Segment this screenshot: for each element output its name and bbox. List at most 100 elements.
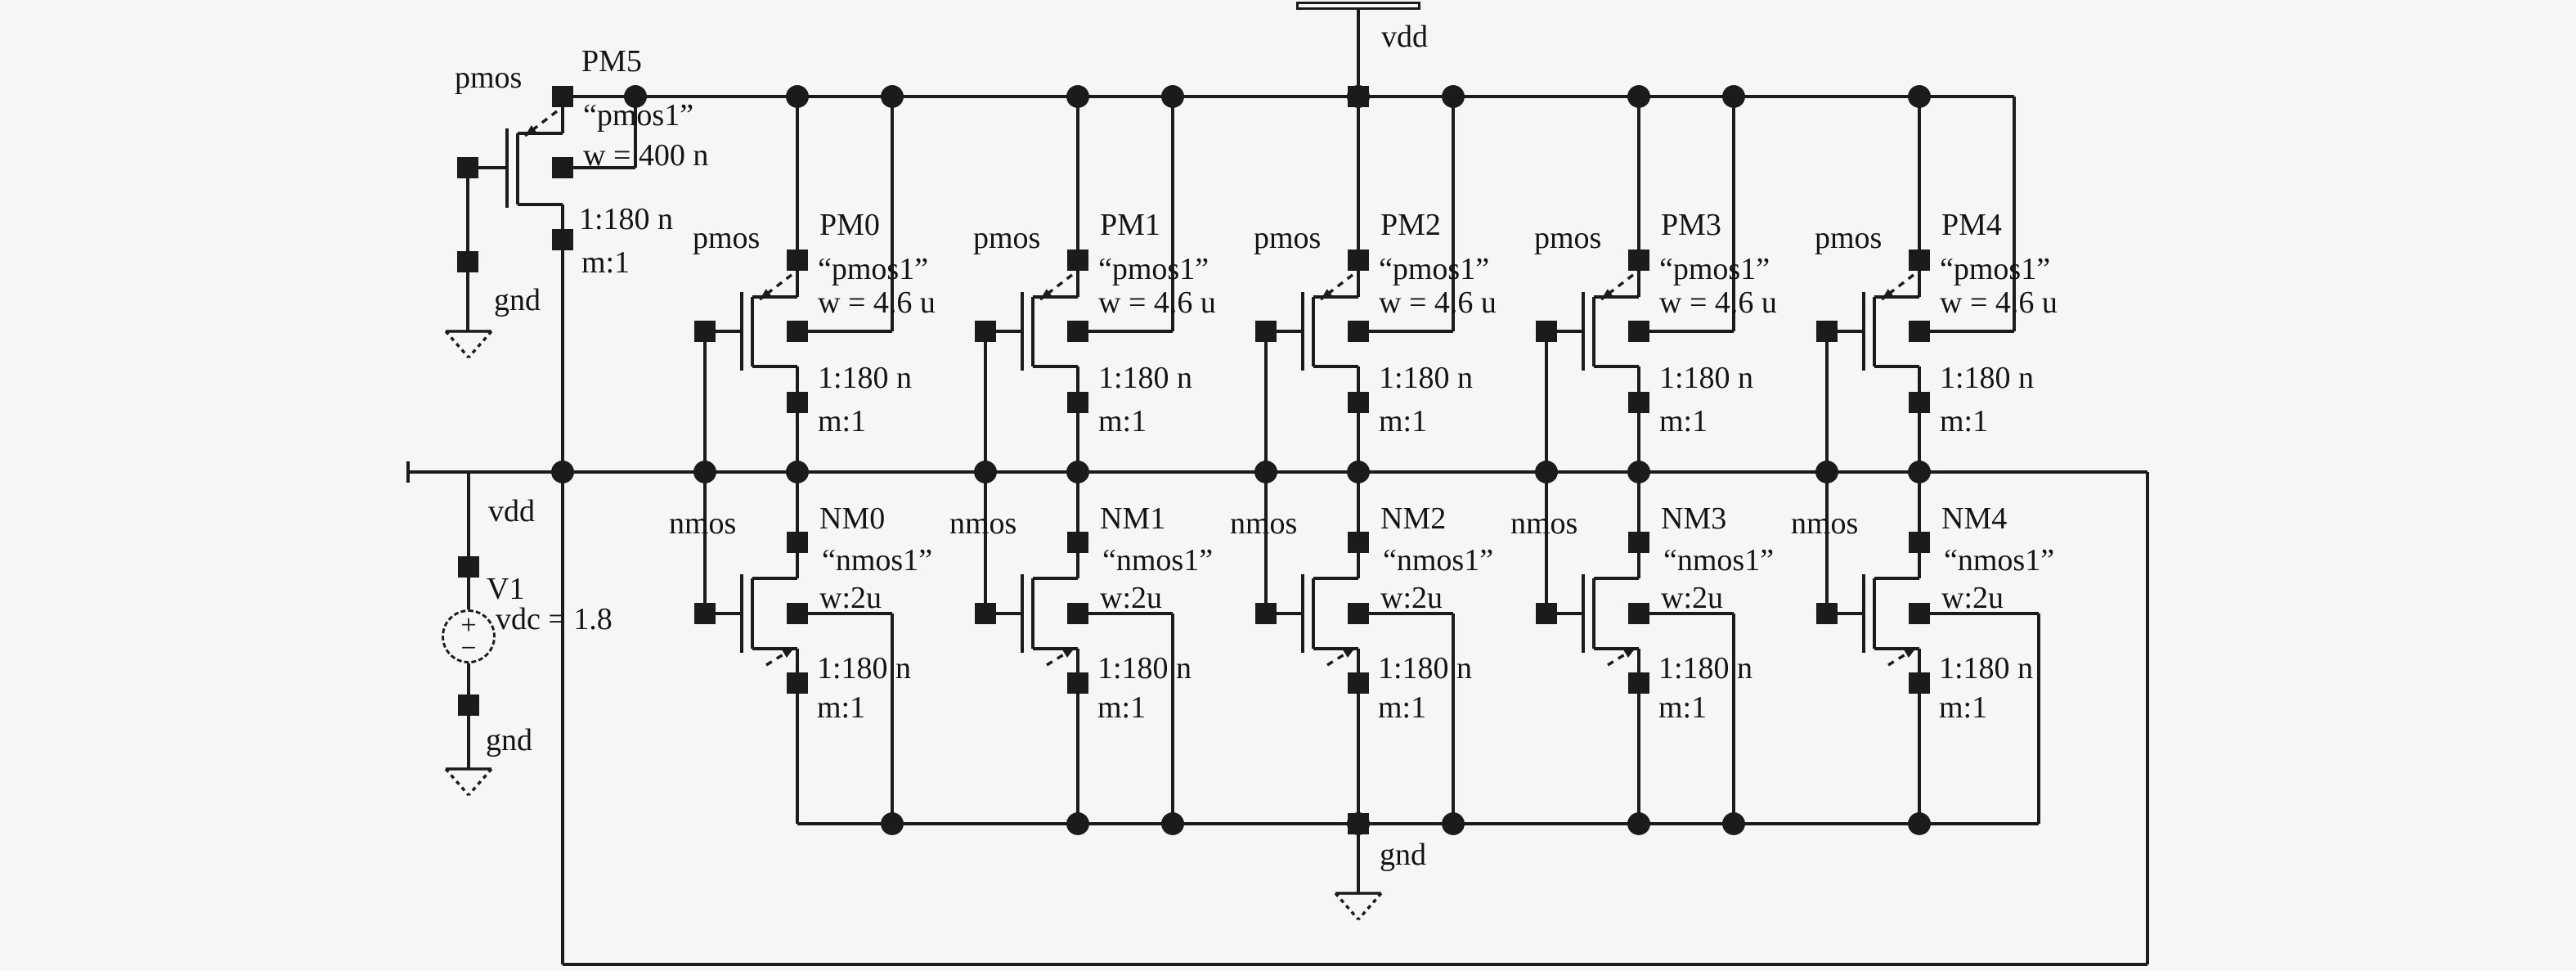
stage-0-pmos-name-label: PM0 [819, 208, 880, 242]
stage-2-source-to-rail-wire [1357, 97, 1360, 297]
v1-bottom-stem [467, 663, 470, 769]
mid-bus-wire [408, 470, 2147, 474]
stage-1-nmos-name-label: NM1 [1100, 501, 1166, 536]
stage-0-nmos-drain-pin [787, 532, 808, 553]
stage-4-nmos-gate-pin [1816, 603, 1838, 624]
stage-1-nmos-width-label: w:2u [1100, 581, 1162, 615]
pm5-gnd-triangle [444, 330, 493, 359]
gnd-symbol-triangle [1334, 892, 1383, 921]
stage-0-bus-output-junction [786, 461, 809, 483]
stage-4-nmos-bulk-wire-h [1919, 612, 2039, 615]
v1-name-label: V1 [487, 572, 525, 606]
stage-4-pmos-name-label: PM4 [1941, 208, 2002, 242]
stage-4-pmos-bulk-wire-v [2013, 97, 2016, 331]
stage-2-pmos-arm-bottom [1313, 365, 1358, 368]
v1-gnd-label: gnd [486, 723, 532, 757]
stage-0-pmos-bulk-arrow [758, 273, 793, 301]
stage-1-pmos-name-label: PM1 [1100, 208, 1160, 242]
stage-3-nmos-gate-pin [1536, 603, 1557, 624]
stage-3-nmos-source-wire [1637, 649, 1640, 824]
feedback-bottom-wire [563, 963, 2147, 966]
stage-0-pmos-bulk-wire-h [797, 330, 892, 333]
stage-1-pmos-bulk-arrow-head [1040, 289, 1052, 299]
stage-2-nmos-width-label: w:2u [1380, 581, 1443, 615]
feedback-left-wire [561, 472, 564, 964]
stage-3-nmos-drain-pin [1628, 532, 1649, 553]
stage-2-pmos-bulk-wire-v [1452, 97, 1455, 331]
stage-2-pmos-width-label: w = 4.6 u [1379, 285, 1497, 320]
stage-2-pmos-bulk-arrow-head [1321, 289, 1333, 299]
pm5-model-label: “pmos1” [583, 98, 694, 133]
v1-minus-pin [458, 695, 479, 716]
pm5-channel-arm-top [518, 132, 563, 135]
stage-2-rail-source-junction [1347, 85, 1370, 108]
stage-4-bus-input-junction [1815, 461, 1838, 483]
stage-4-nmos-source-pin [1909, 672, 1930, 694]
stage-0-nmos-bulk-arrow [765, 646, 795, 667]
stage-3-pmos-bulk-arrow-head [1601, 289, 1613, 299]
stage-2-nmos-gate-wire [1266, 612, 1303, 615]
stage-1-nmos-bulk-pin [1067, 603, 1088, 624]
stage-1-gnd-bulk-junction [1161, 812, 1184, 835]
stage-4-source-to-rail-wire [1918, 97, 1921, 297]
stage-4-pmos-gate-wire [1827, 330, 1864, 333]
stage-4-nmos-length-label: 1:180 n [1939, 651, 2034, 686]
pm5-bulk-wire-h [563, 166, 635, 169]
v1-value-label: vdc = 1.8 [496, 602, 613, 636]
stage-1-nmos-bulk-arrow [1046, 646, 1075, 667]
stage-3-pmos-arm-top [1594, 295, 1639, 299]
mid-bus-endcap [406, 461, 410, 483]
pm5-gate-wire [468, 166, 507, 169]
pm5-name-label: PM5 [581, 44, 642, 79]
pm5-bulk-arrow-head [525, 125, 537, 136]
gnd-symbol-stem [1357, 824, 1360, 893]
stage-1-pmos-bulk-wire-v [1171, 97, 1174, 331]
bus-junction-pm5-drain [551, 461, 574, 483]
stage-4-nmos-source-wire [1918, 649, 1921, 824]
stage-2-pmos-arm-top [1313, 295, 1358, 299]
stage-0-nmos-gate-wire [705, 612, 742, 615]
pm5-gnd-triangle-edge [444, 330, 470, 359]
stage-3-nmos-type-label: nmos [1510, 506, 1578, 541]
stage-3-nmos-arm-top [1594, 577, 1639, 580]
stage-0-pmos-bulk-arrow-head [760, 289, 772, 299]
stage-4-bus-output-junction [1908, 461, 1931, 483]
pm5-gate-bar [505, 128, 509, 208]
stage-0-nmos-bulk-arrow-head [782, 648, 794, 659]
stage-4-nmos-bulk-pin [1909, 603, 1930, 624]
stage-4-pmos-bulk-arrow [1880, 273, 1915, 301]
stage-0-bus-input-junction [693, 461, 716, 483]
v1-gnd-triangle-edge [444, 767, 470, 797]
stage-0-pmos-channel-bar [751, 297, 754, 366]
stage-1-nmos-bulk-wire-h [1078, 612, 1173, 615]
stage-3-nmos-gate-bar [1582, 574, 1585, 653]
stage-2-nmos-drain-pin [1348, 532, 1369, 553]
stage-4-pmos-model-label: “pmos1” [1940, 252, 2051, 286]
stage-1-nmos-arm-bottom [1033, 647, 1078, 650]
stage-4-rail-source-junction [1908, 85, 1931, 108]
stage-0-nmos-gate-pin [694, 603, 716, 624]
stage-4-nmos-width-label: w:2u [1941, 581, 2004, 615]
stage-3-nmos-bulk-pin [1628, 603, 1649, 624]
pm5-gate-pin [457, 157, 478, 178]
stage-2-nmos-length-label: 1:180 n [1378, 651, 1473, 686]
pm5-mult-label: m:1 [581, 245, 631, 280]
pm5-bulk-wire-v [634, 97, 637, 168]
stage-4-nmos-bulk-arrow [1887, 646, 1917, 667]
stage-2-nmos-bulk-arrow [1326, 646, 1356, 667]
stage-3-nmos-channel-bar [1592, 578, 1595, 649]
gnd-net-label: gnd [1380, 838, 1426, 872]
pm5-width-label: w = 400 n [583, 138, 709, 173]
rail-junction-pm5-bulk [624, 85, 647, 108]
bottom-gnd-rail [797, 822, 2039, 825]
stage-1-pmos-gate-pin [975, 321, 996, 342]
stage-1-pmos-drain-pin [1067, 392, 1088, 413]
stage-4-nmos-gate-bar [1862, 574, 1865, 653]
stage-0-pmos-length-label: 1:180 n [818, 361, 913, 395]
stage-2-pmos-model-label: “pmos1” [1379, 252, 1490, 286]
v1-gnd-triangle-edge [467, 767, 493, 797]
stage-0-pmos-gate-pin [694, 321, 716, 342]
stage-4-pmos-arm-top [1874, 295, 1919, 299]
stage-3-pmos-type-label: pmos [1534, 221, 1602, 255]
